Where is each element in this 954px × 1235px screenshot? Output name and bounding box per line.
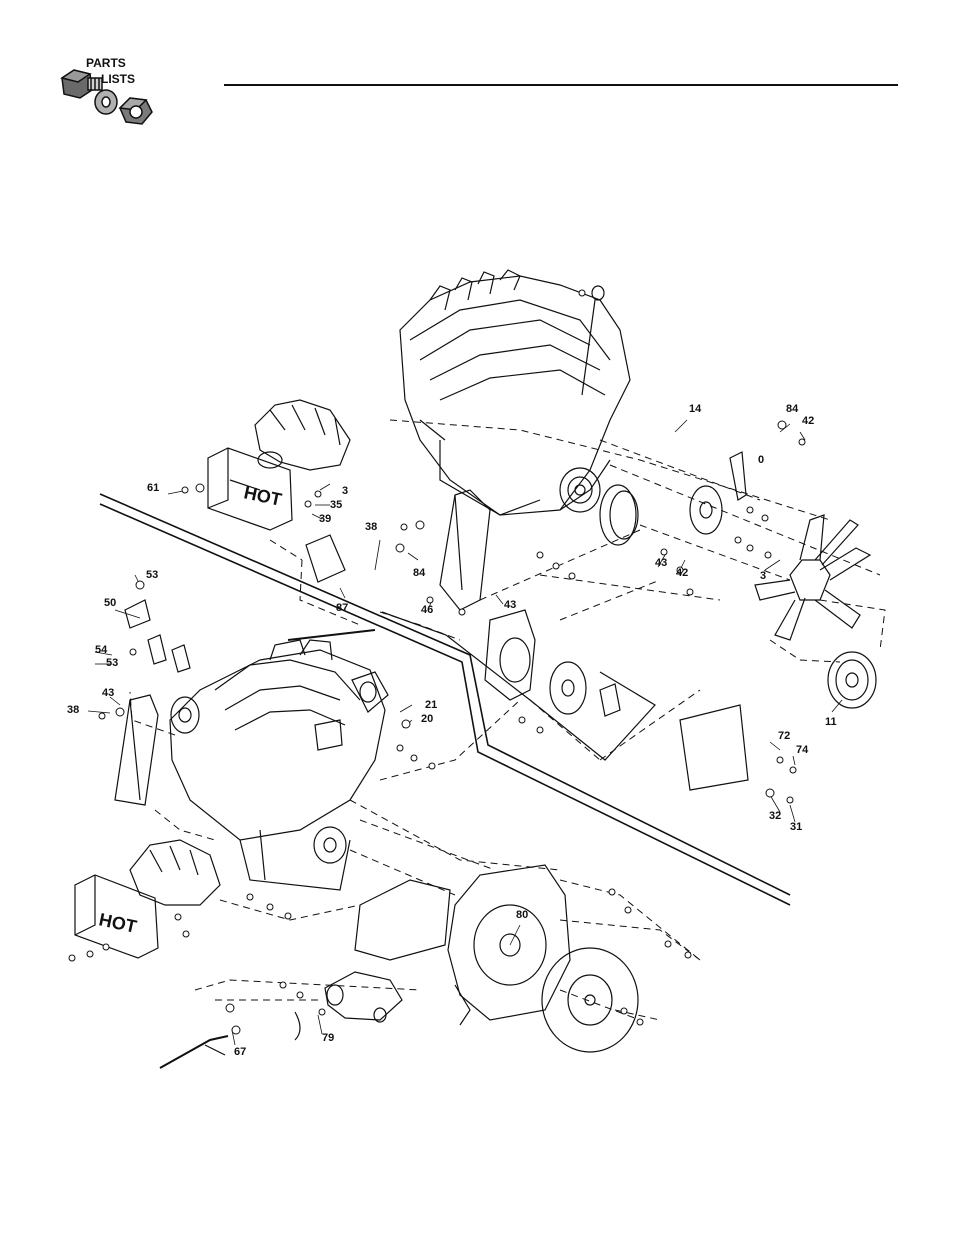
fan (755, 515, 870, 640)
callout-54: 54 (95, 645, 107, 656)
upper-engine-block (400, 270, 630, 515)
callout-14: 14 (689, 404, 701, 415)
bellhousing (448, 865, 570, 1025)
callout-3: 3 (760, 571, 766, 582)
callout-74: 74 (796, 745, 808, 756)
callout-61: 61 (147, 483, 159, 494)
callout-43: 43 (655, 558, 667, 569)
callout-53: 53 (106, 658, 118, 669)
callout-53: 53 (146, 570, 158, 581)
lower-heat-shield: HOT (75, 875, 158, 958)
callout-72: 72 (778, 731, 790, 742)
upper-heat-shield: HOT (208, 448, 292, 530)
callout-79: 79 (322, 1033, 334, 1044)
callout-43: 43 (504, 600, 516, 611)
callout-3: 3 (342, 486, 348, 497)
callout-42: 42 (676, 568, 688, 579)
callout-0: 0 (758, 455, 764, 466)
callout-42: 42 (802, 416, 814, 427)
callout-20: 20 (421, 714, 433, 725)
callout-46: 46 (421, 605, 433, 616)
callout-84: 84 (786, 404, 798, 415)
callout-87: 87 (336, 603, 348, 614)
svg-text:HOT: HOT (97, 909, 138, 936)
callout-50: 50 (104, 598, 116, 609)
svg-text:HOT: HOT (242, 482, 283, 509)
callout-31: 31 (790, 822, 802, 833)
callout-39: 39 (319, 514, 331, 525)
callout-32: 32 (769, 811, 781, 822)
upper-pulleys (600, 452, 746, 545)
callout-67: 67 (234, 1047, 246, 1058)
callout-38: 38 (365, 522, 377, 533)
callout-84: 84 (413, 568, 425, 579)
callout-21: 21 (425, 700, 437, 711)
fan-clutch (828, 652, 876, 708)
flexplate (542, 948, 638, 1052)
callout-35: 35 (330, 500, 342, 511)
starter-motor (325, 972, 402, 1022)
callout-11: 11 (825, 717, 837, 728)
upper-exhaust-manifold (255, 400, 350, 470)
callout-43: 43 (102, 688, 114, 699)
callout-80: 80 (516, 910, 528, 921)
callout-38: 38 (67, 705, 79, 716)
